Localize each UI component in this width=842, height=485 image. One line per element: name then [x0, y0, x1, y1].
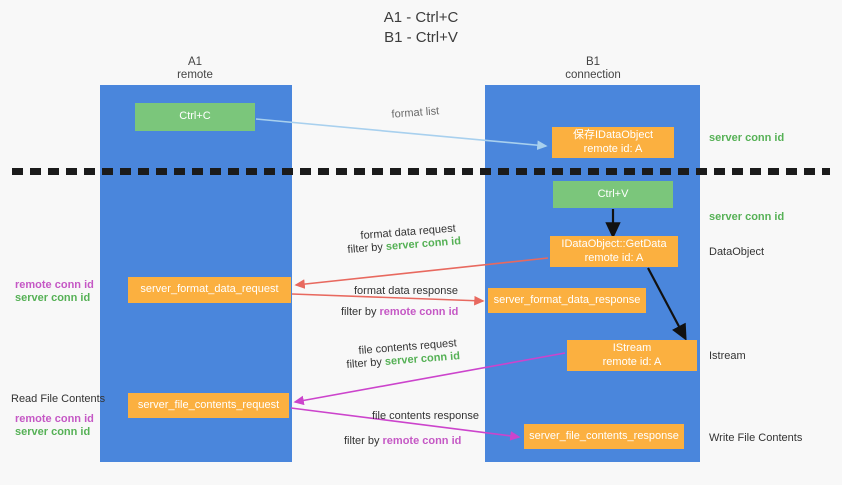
remote-conn-id-token-2: remote conn id — [382, 435, 462, 447]
title-line-1: A1 - Ctrl+C — [383, 9, 459, 26]
node-server-file-contents-request-label: server_file_contents_request — [137, 398, 280, 411]
arrow-file-contents-response — [290, 407, 521, 441]
node-istream[interactable]: IStream remote id: A — [567, 340, 697, 371]
node-ctrl-v[interactable]: Ctrl+V — [553, 181, 673, 208]
title-line-2: B1 - Ctrl+V — [384, 29, 458, 46]
filter-by-text-4: filter by — [344, 435, 383, 447]
node-server-format-data-request[interactable]: server_format_data_request — [128, 277, 291, 303]
node-getdata-line1: IDataObject::GetData — [561, 238, 667, 250]
node-server-file-contents-response-label: server_file_contents_response — [529, 429, 679, 442]
node-save-idataobject-line1: 保存IDataObject — [572, 129, 654, 141]
side-label-server-conn-id-top: server conn id — [709, 132, 785, 144]
edge-label-format-data-response-filter: filter by remote conn id — [341, 305, 491, 319]
node-server-file-contents-response[interactable]: server_file_contents_response — [524, 424, 684, 449]
side-label-read-file-contents: Read File Contents — [11, 393, 106, 405]
node-idataobject-getdata[interactable]: IDataObject::GetData remote id: A — [550, 236, 678, 267]
filter-by-text-2: filter by — [341, 306, 380, 318]
node-istream-line2: remote id: A — [602, 355, 662, 368]
side-label-server-conn-id-lower: server conn id — [15, 426, 91, 438]
column-header-a1: A1 remote — [130, 56, 260, 82]
node-server-format-data-response[interactable]: server_format_data_response — [488, 288, 646, 313]
arrow-format-data-response — [291, 293, 485, 306]
column-b1-sub: connection — [565, 69, 621, 81]
node-ctrl-c-label: Ctrl+C — [179, 110, 211, 123]
side-label-remote-conn-id-lower: remote conn id — [15, 413, 94, 425]
side-label-server-conn-id-mid: server conn id — [709, 211, 785, 223]
side-label-write-file-contents: Write File Contents — [709, 432, 803, 444]
node-ctrl-v-label: Ctrl+V — [597, 187, 629, 200]
side-label-remote-conn-id-upper: remote conn id — [15, 279, 94, 291]
arrow-format-data-request — [294, 257, 549, 289]
remote-conn-id-token-1: remote conn id — [379, 306, 459, 318]
arrow-file-contents-request — [293, 352, 566, 406]
page-title: A1 - Ctrl+C B1 - Ctrl+V — [0, 8, 842, 48]
column-header-b1: B1 connection — [533, 56, 653, 82]
arrow-format-list — [255, 118, 548, 150]
side-label-server-conn-id-upper: server conn id — [15, 292, 91, 304]
column-a1-sub: remote — [177, 69, 213, 81]
node-server-format-data-response-label: server_format_data_response — [493, 293, 641, 306]
phase-divider-dashed-line — [12, 168, 830, 175]
node-save-idataobject-line2: remote id: A — [583, 142, 643, 155]
filter-by-text-1: filter by — [347, 240, 387, 256]
node-istream-line1: IStream — [612, 342, 652, 354]
side-label-istream: Istream — [709, 350, 746, 362]
column-a1-name: A1 — [187, 56, 203, 68]
node-server-format-data-request-label: server_format_data_request — [140, 283, 279, 296]
side-label-dataobject: DataObject — [709, 246, 765, 258]
column-b1-name: B1 — [585, 56, 601, 68]
node-ctrl-c[interactable]: Ctrl+C — [135, 103, 255, 131]
node-save-idataobject[interactable]: 保存IDataObject remote id: A — [552, 127, 674, 158]
filter-by-text-3: filter by — [346, 355, 386, 371]
edge-label-file-contents-response: file contents response — [372, 410, 480, 422]
node-server-file-contents-request[interactable]: server_file_contents_request — [128, 393, 289, 418]
edge-label-file-contents-response-filter: filter by remote conn id — [344, 434, 499, 448]
edge-label-format-data-response: format data response — [354, 285, 458, 297]
arrow-getdata-to-istream — [647, 267, 687, 341]
node-getdata-line2: remote id: A — [584, 251, 644, 264]
